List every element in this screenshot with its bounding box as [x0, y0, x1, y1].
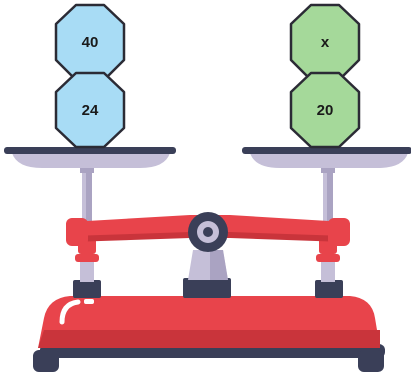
- left-weight-bottom-label: 24: [82, 102, 99, 119]
- left-hanger: [75, 172, 99, 282]
- center-pillar: [188, 250, 228, 280]
- left-weight-bottom: 24: [54, 71, 126, 149]
- base-highlight-dash: [84, 299, 94, 304]
- right-pan: [242, 147, 411, 173]
- left-weight-top: 40: [54, 3, 126, 82]
- right-weight-bottom: 20: [289, 71, 361, 149]
- right-weight-bottom-label: 20: [317, 102, 334, 119]
- pivot-knob: [188, 212, 228, 252]
- right-weight-top-label: x: [321, 34, 330, 51]
- base-highlight: [59, 299, 81, 325]
- base-feet: [73, 278, 343, 298]
- scale-base-body: [38, 296, 380, 348]
- scale-base-bottom: [33, 344, 385, 372]
- left-weight-top-label: 40: [82, 34, 99, 51]
- left-pan: [4, 147, 176, 173]
- right-weight-top: x: [289, 3, 361, 82]
